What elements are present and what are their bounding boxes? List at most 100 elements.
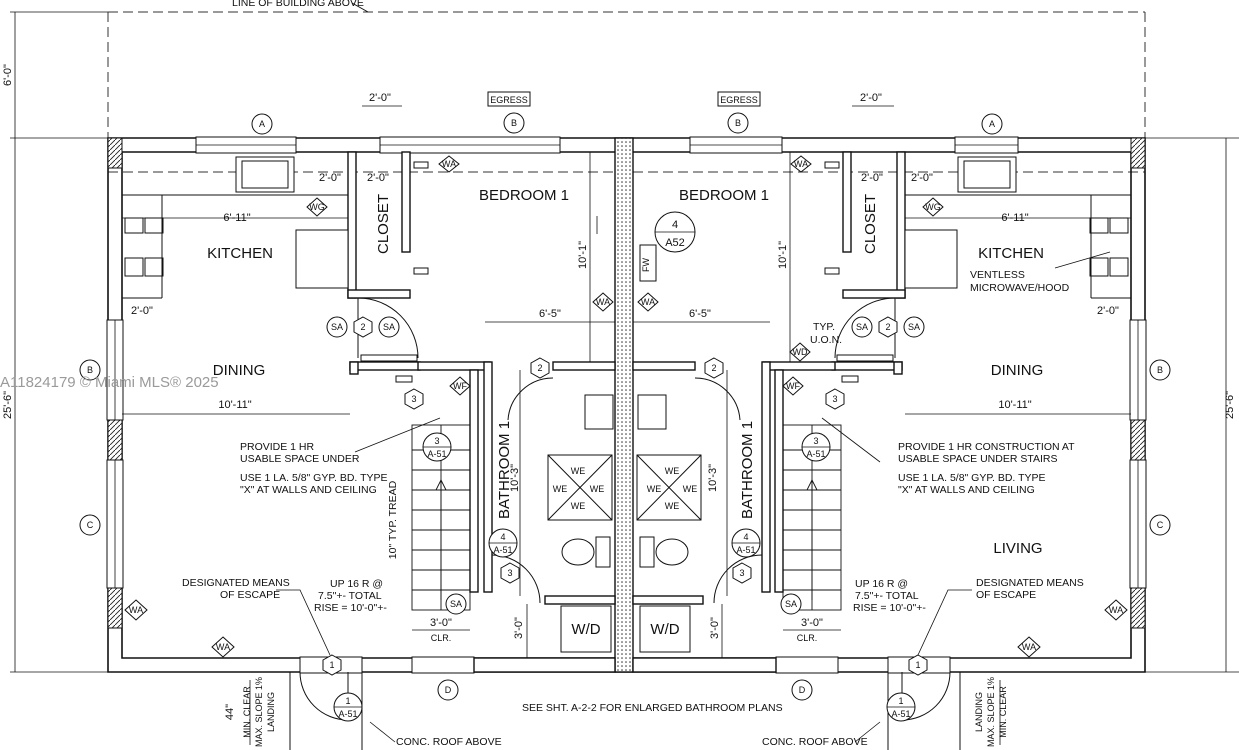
dim-10-3-left: 10'-3"	[509, 464, 521, 492]
room-bedroom-left: BEDROOM 1	[479, 187, 569, 204]
detail-a51-left: A-51	[427, 449, 446, 459]
detail-a51-door-right: A-51	[891, 709, 910, 719]
clr-right: CLR.	[797, 633, 818, 643]
num-tag-1b: 1	[915, 660, 920, 670]
dim-6-5-left: 6'-5"	[539, 308, 561, 320]
fixtures	[122, 156, 1131, 653]
wa-tag-6: WA	[1109, 605, 1123, 615]
grid-b-left: B	[511, 118, 517, 128]
detail-4-left: 4	[500, 532, 505, 542]
sa-tag-5: SA	[450, 599, 462, 609]
detail-1-left: 1	[345, 696, 350, 706]
room-bathroom-left: BATHROOM 1	[496, 421, 513, 519]
room-kitchen-right: KITCHEN	[978, 245, 1044, 262]
grid-d-right: D	[799, 685, 806, 695]
note-see-sheet: SEE SHT. A-2-2 FOR ENLARGED BATHROOM PLA…	[522, 702, 783, 714]
dim-10-11-left: 10'-11"	[218, 399, 251, 411]
wa-tag-7: WA	[216, 642, 230, 652]
note-escape-right-2: OF ESCAPE	[976, 589, 1036, 601]
clr-left: CLR.	[431, 633, 452, 643]
landing-right-3: LANDING	[974, 692, 984, 732]
landing-right-1: MIN. CLEAR	[998, 686, 1008, 738]
room-closet-left: CLOSET	[375, 194, 392, 254]
wa-tag-4: WA	[641, 297, 655, 307]
room-dining-left: DINING	[213, 362, 266, 379]
landing-left-2: MAX. SLOPE 1%	[254, 677, 264, 747]
sa-tag-4: SA	[908, 322, 920, 332]
room-dining-right: DINING	[991, 362, 1044, 379]
detail-a51-bath-left: A-51	[493, 545, 512, 555]
dim-closet-top-left: 2'-0"	[369, 92, 391, 104]
num-tag-3c: 3	[507, 568, 512, 578]
dim-6-5-right: 6'-5"	[689, 308, 711, 320]
dim-25-6-left: 25'-6"	[2, 391, 14, 419]
note-conc-roof-left: CONC. ROOF ABOVE	[396, 736, 502, 748]
num-tag-2d: 2	[711, 363, 716, 373]
note-up-left-2: 7.5"+- TOTAL	[318, 590, 382, 602]
note-escape-left-2: OF ESCAPE	[220, 589, 280, 601]
num-tag-3d: 3	[739, 568, 744, 578]
dim-2-0-counter-left: 2'-0"	[131, 305, 153, 317]
section-4: 4	[672, 219, 678, 231]
stairs	[411, 424, 842, 611]
section-a52: A52	[665, 237, 685, 249]
grid-a-right: A	[989, 119, 995, 129]
note-up-left-3: RISE = 10'-0"+-	[314, 602, 387, 614]
room-closet-right: CLOSET	[862, 194, 879, 254]
wa-tag-5: WA	[129, 605, 143, 615]
party-wall	[614, 137, 634, 673]
detail-3-left: 3	[434, 436, 439, 446]
detail-3-right: 3	[813, 436, 818, 446]
note-escape-right-1: DESIGNATED MEANS	[976, 577, 1084, 589]
room-living-right: LIVING	[993, 540, 1042, 557]
sa-tag-3: SA	[856, 322, 868, 332]
grid-c-east: C	[1157, 520, 1164, 530]
grid-b-west: B	[87, 365, 93, 375]
grid-d-left: D	[445, 685, 452, 695]
landing-left-1: MIN. CLEAR	[242, 686, 252, 738]
grid-c-west: C	[87, 520, 94, 530]
egress-label-right: EGRESS	[720, 95, 758, 105]
wg-tag-right: WG	[925, 202, 941, 212]
wg-tag-left: WG	[309, 202, 325, 212]
wa-tag-8: WA	[1022, 642, 1036, 652]
note-gyp-right-1: USE 1 LA. 5/8" GYP. BD. TYPE	[898, 472, 1046, 484]
we-tag-7: WE	[683, 484, 698, 494]
sa-tag-2: SA	[383, 322, 395, 332]
dim-2-0-counter-right: 2'-0"	[1097, 305, 1119, 317]
we-tag-3: WE	[590, 484, 605, 494]
wd-tag: WD	[793, 347, 808, 357]
sa-tag-1: SA	[331, 322, 343, 332]
dim-3-0-stair-right: 3'-0"	[801, 617, 823, 629]
dim-6-11-right: 6'-11"	[1001, 212, 1028, 224]
watermark: A11824179 © Miami MLS® 2025	[0, 374, 219, 391]
dim-6-0: 6'-0"	[2, 64, 14, 86]
note-up-left-1: UP 16 R @	[330, 578, 383, 590]
dim-10-1-right: 10'-1"	[777, 241, 789, 269]
num-tag-3b: 3	[832, 394, 837, 404]
room-wd-left: W/D	[571, 621, 600, 638]
note-gyp-right-2: "X" AT WALLS AND CEILING	[898, 484, 1035, 496]
egress-label-left: EGRESS	[490, 95, 528, 105]
note-escape-left-1: DESIGNATED MEANS	[182, 577, 290, 589]
dim-2-0-b: 2'-0"	[367, 172, 389, 184]
num-tag-2b: 2	[885, 322, 890, 332]
grid-a-left: A	[259, 119, 265, 129]
detail-a51-door-left: A-51	[338, 709, 357, 719]
num-tag-2a: 2	[360, 322, 365, 332]
landing-left-3: LANDING	[266, 692, 276, 732]
landing-right-2: MAX. SLOPE 1%	[986, 677, 996, 747]
note-provide-left-2: USABLE SPACE UNDER	[240, 453, 360, 465]
note-conc-roof-right: CONC. ROOF ABOVE	[762, 736, 868, 748]
dim-2-0-c: 2'-0"	[861, 172, 883, 184]
detail-4-right: 4	[743, 532, 748, 542]
dim-2-0-a: 2'-0"	[319, 172, 341, 184]
note-provide-left-1: PROVIDE 1 HR	[240, 441, 315, 453]
dim-10-1-left: 10'-1"	[577, 241, 589, 269]
dim-10-3-right: 10'-3"	[707, 464, 719, 492]
wf-tag-right: WF	[786, 381, 800, 391]
wf-tag-left: WF	[453, 381, 467, 391]
dim-44: 44"	[224, 704, 236, 720]
we-tag-1: WE	[571, 466, 586, 476]
room-bathroom-right: BATHROOM 1	[739, 421, 756, 519]
